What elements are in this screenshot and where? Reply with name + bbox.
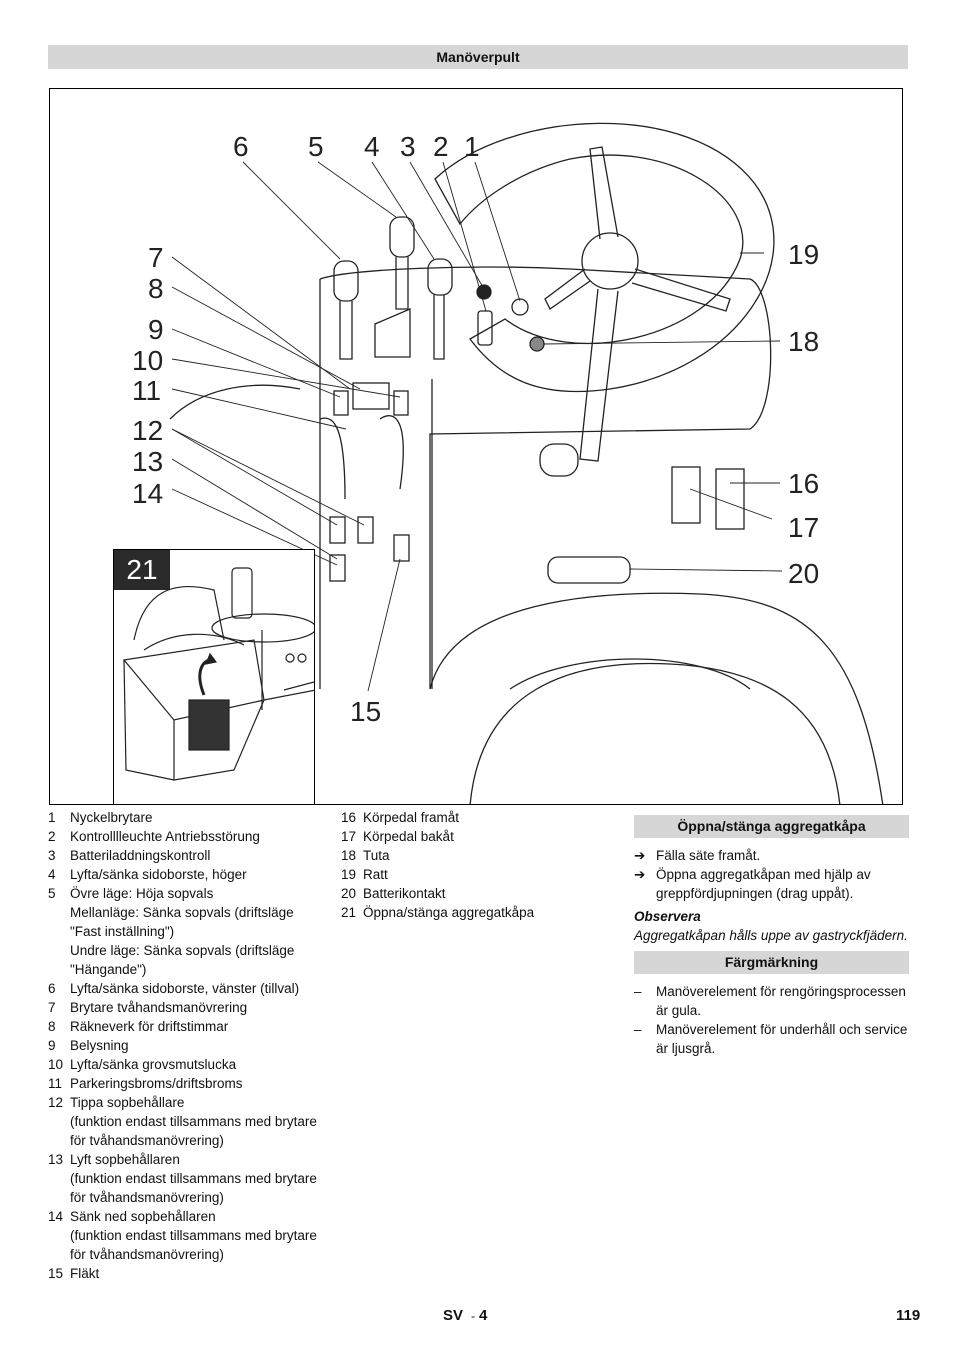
callout-19: 19	[788, 239, 819, 270]
legend-item-continuation: (funktion endast tillsammans med brytare…	[70, 1171, 317, 1205]
callout-20: 20	[788, 558, 819, 589]
note-text: Aggregatkåpan hålls uppe av gastryckfjäd…	[634, 928, 908, 943]
arrow-icon: ➔	[634, 848, 646, 863]
footer-section: SV-4	[443, 1307, 487, 1324]
note-title: Observera	[634, 909, 701, 924]
instructions-column: Öppna/stänga aggregatkåpa ➔Fälla säte fr…	[634, 815, 909, 1058]
dash-bullet: –	[634, 1022, 642, 1037]
callout-17: 17	[788, 512, 819, 543]
step-item: ➔Öppna aggregatkåpan med hjälp av greppf…	[634, 867, 871, 901]
inset-drawing	[122, 567, 314, 781]
section-title: Manöverpult	[436, 49, 520, 65]
callout-2: 2	[433, 131, 449, 162]
legend-item-continuation: (funktion endast tillsammans med brytare…	[70, 1228, 317, 1262]
callout-9: 9	[148, 314, 164, 345]
callout-3: 3	[400, 131, 416, 162]
control-panel-illustration: 1 2 3 4 5 6 7 8 9 10 11 12 13 14 15 16 1…	[49, 88, 903, 805]
callout-12: 12	[132, 415, 163, 446]
callout-5: 5	[308, 131, 324, 162]
legend-item-continuation: (funktion endast tillsammans med brytare…	[70, 1114, 317, 1148]
callout-15: 15	[350, 696, 381, 727]
callout-18: 18	[788, 326, 819, 357]
legend-item-continuation: Undre läge: Sänka sopvals (driftsläge "H…	[70, 943, 295, 977]
section-header: Manöverpult	[48, 45, 908, 69]
footer-section-number: 4	[479, 1307, 488, 1324]
callout-7: 7	[148, 242, 164, 273]
legend-item-continuation: Mellanläge: Sänka sopvals (driftsläge "F…	[70, 905, 294, 939]
inset-label: 21	[114, 550, 170, 590]
step-item: ➔Fälla säte framåt.	[634, 848, 761, 863]
control-panel-drawing: 1 2 3 4 5 6 7 8 9 10 11 12 13 14 15 16 1…	[132, 122, 884, 804]
bullet-item: –Manöverelement för rengöringsprocessen …	[634, 984, 906, 1018]
footer-lang: SV	[443, 1307, 464, 1324]
callout-14: 14	[132, 478, 163, 509]
bullet-item: –Manöverelement för underhåll och servic…	[634, 1022, 908, 1056]
callout-1: 1	[464, 131, 480, 162]
footer-sep: -	[471, 1309, 476, 1323]
callout-8: 8	[148, 273, 164, 304]
dash-bullet: –	[634, 984, 642, 999]
section-color-title: Färgmärkning	[634, 951, 909, 974]
section-open-title: Öppna/stänga aggregatkåpa	[634, 815, 909, 838]
callout-10: 10	[132, 345, 163, 376]
callout-11: 11	[132, 375, 161, 406]
callout-6: 6	[233, 131, 249, 162]
arrow-icon: ➔	[634, 867, 646, 882]
inset-detail: 21	[113, 549, 315, 804]
callout-16: 16	[788, 468, 819, 499]
callout-13: 13	[132, 446, 163, 477]
page-number: 119	[896, 1307, 921, 1324]
callout-4: 4	[364, 131, 380, 162]
